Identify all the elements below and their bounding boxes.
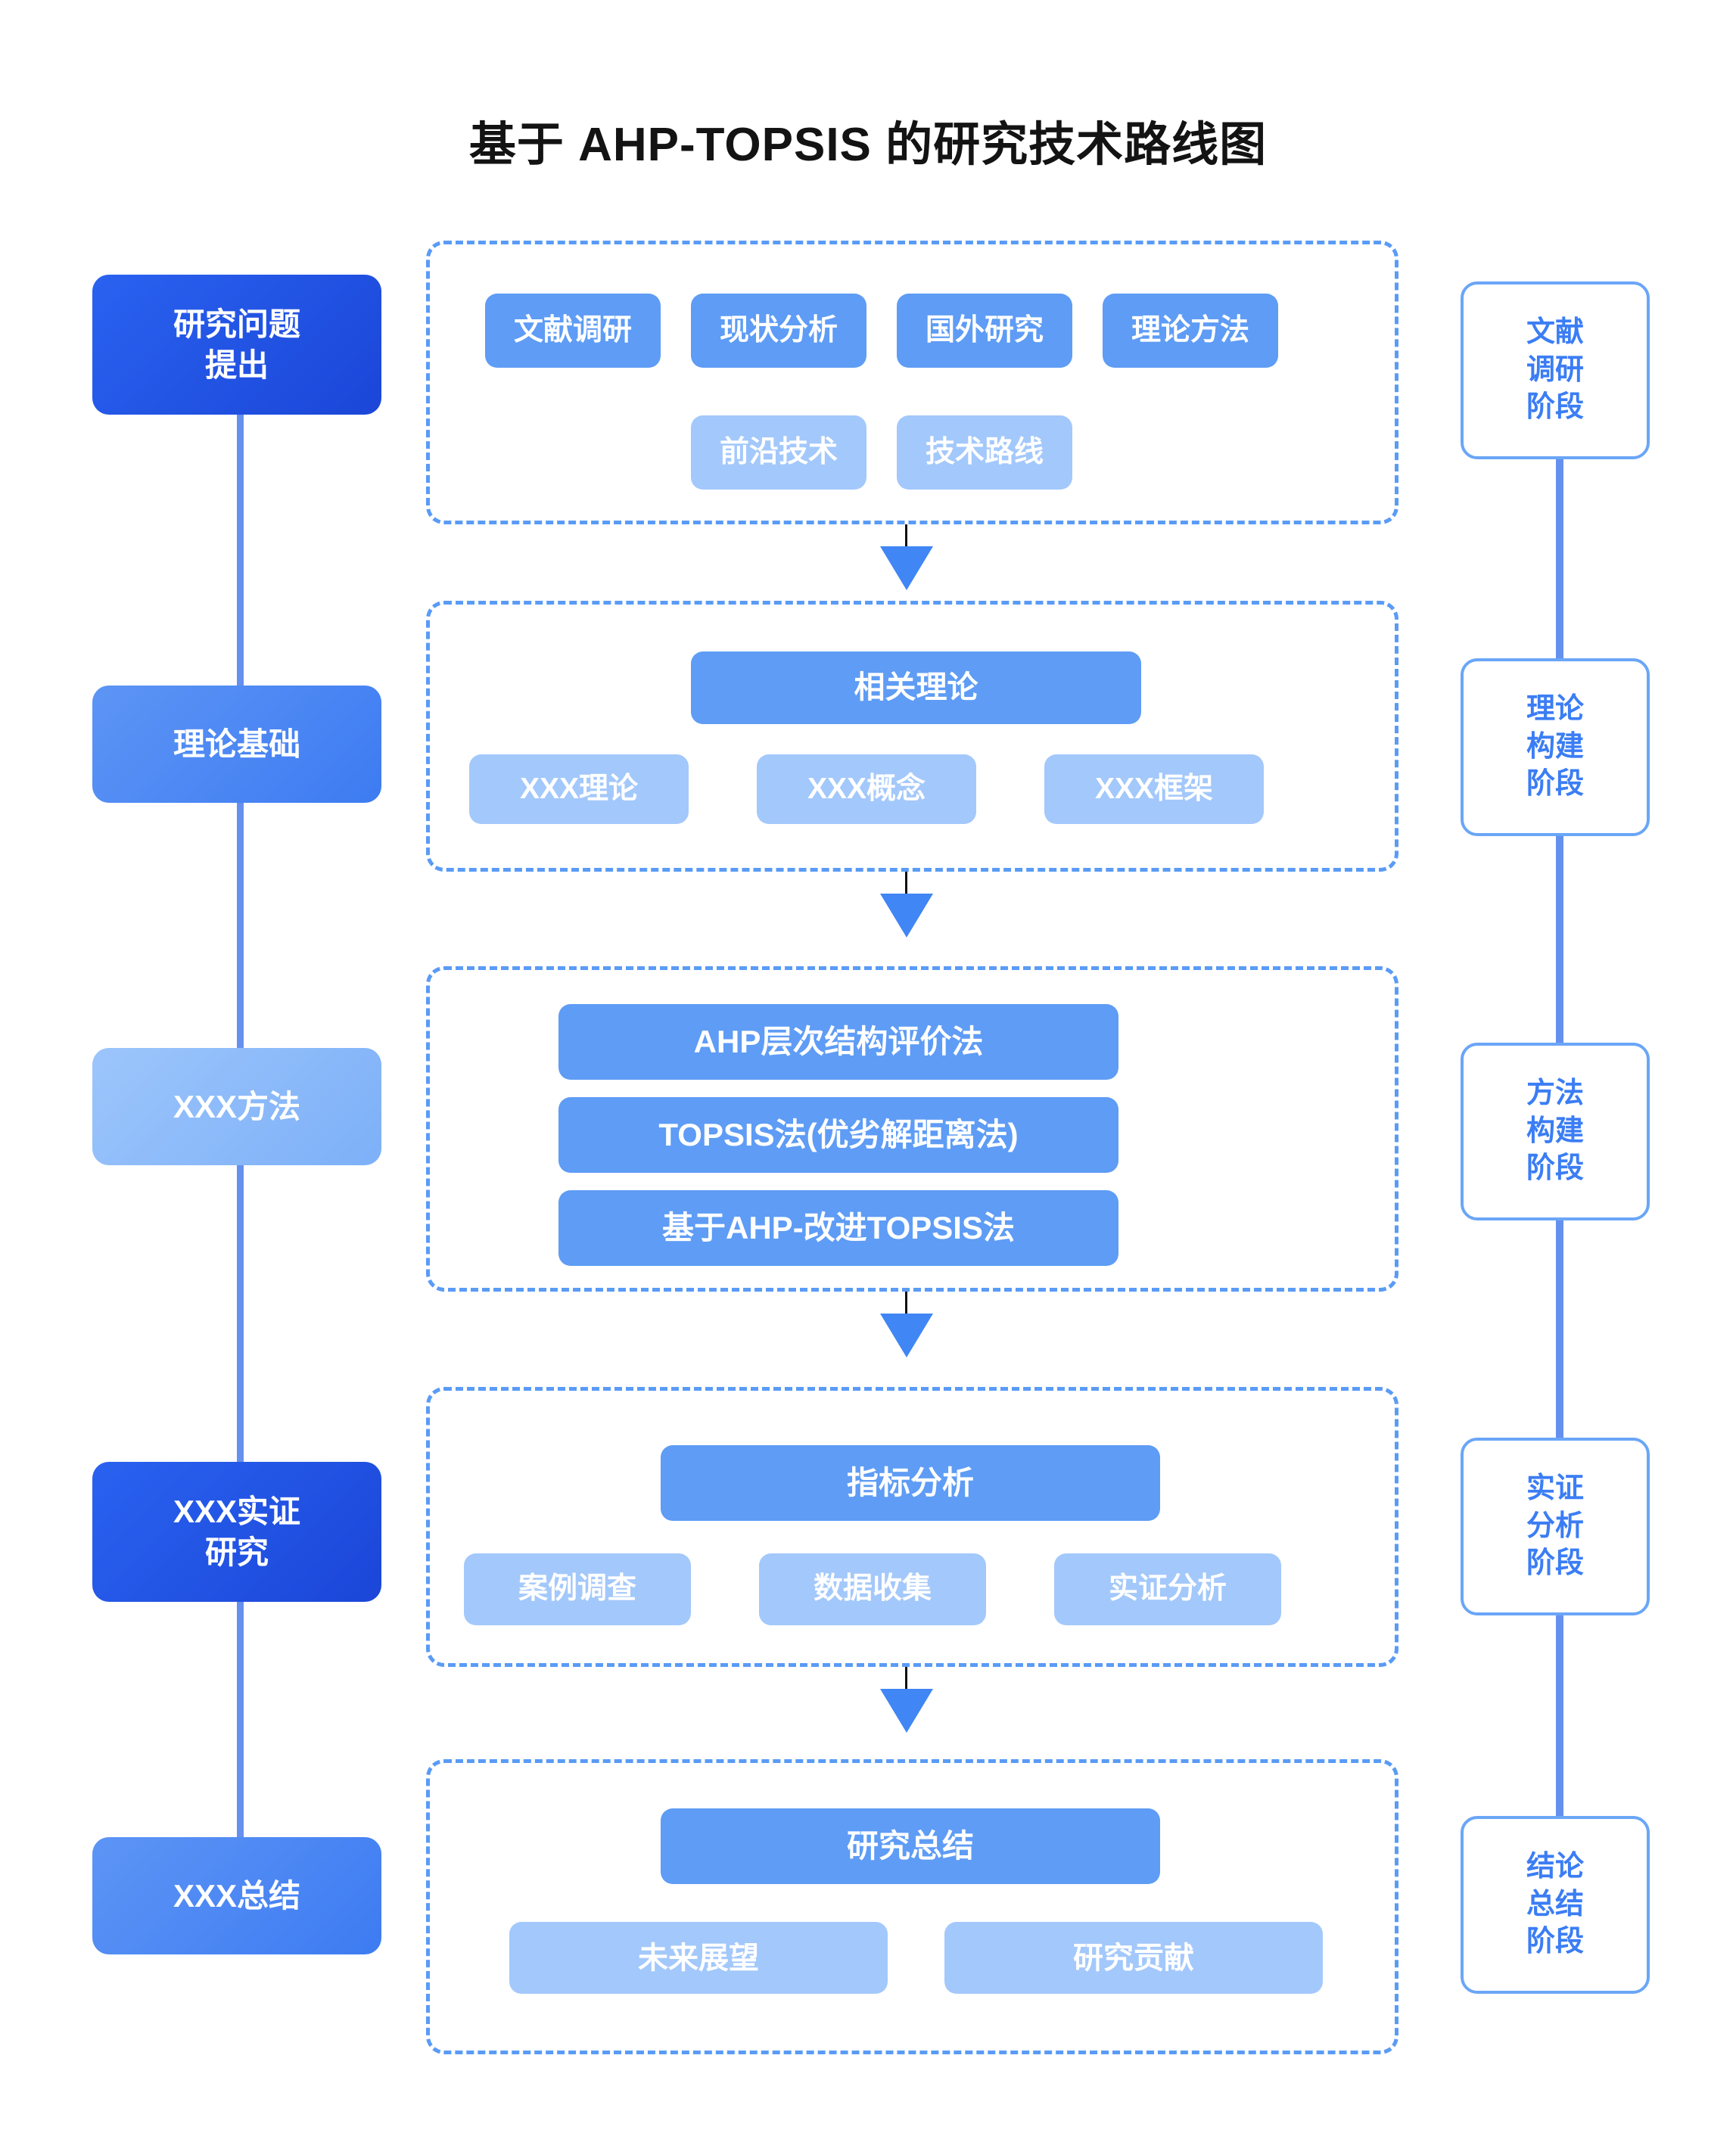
- stage-empirical: 指标分析 案例调查 数据收集 实证分析: [426, 1387, 1398, 1667]
- left-step-2[interactable]: XXX方法: [92, 1048, 381, 1165]
- left-step-1[interactable]: 理论基础: [92, 686, 381, 803]
- chip-theory-method[interactable]: 理论方法: [1103, 294, 1278, 368]
- stage-label-theory-text: 理论 构建 阶段: [1526, 693, 1584, 801]
- stage-label-literature-text: 文献 调研 阶段: [1526, 316, 1584, 424]
- chip-indicator-analysis[interactable]: 指标分析: [661, 1445, 1160, 1521]
- chip-xxx-concept[interactable]: XXX概念: [757, 754, 976, 824]
- left-step-0[interactable]: 研究问题 提出: [92, 275, 381, 415]
- left-step-3[interactable]: XXX实证 研究: [92, 1462, 381, 1602]
- arrow-head-1: [880, 546, 933, 590]
- arrow-line-3: [905, 1292, 907, 1333]
- stage-label-conclusion-text: 结论 总结 阶段: [1526, 1851, 1584, 1958]
- left-step-0-label: 研究问题 提出: [173, 306, 300, 383]
- chip-ahp-method[interactable]: AHP层次结构评价法: [558, 1004, 1118, 1080]
- left-step-3-label: XXX实证 研究: [173, 1493, 301, 1570]
- chip-data-collection[interactable]: 数据收集: [759, 1553, 986, 1625]
- arrow-head-3: [880, 1314, 933, 1357]
- chip-case-survey[interactable]: 案例调查: [464, 1553, 691, 1625]
- left-step-4[interactable]: XXX总结: [92, 1837, 381, 1954]
- left-step-4-label: XXX总结: [173, 1877, 301, 1914]
- chip-xxx-framework[interactable]: XXX框架: [1044, 754, 1264, 824]
- arrow-head-2: [880, 894, 933, 937]
- arrow-line-2: [905, 872, 907, 913]
- arrow-line-1: [905, 524, 907, 566]
- chip-frontier-tech[interactable]: 前沿技术: [691, 415, 866, 490]
- stage-method: AHP层次结构评价法 TOPSIS法(优劣解距离法) 基于AHP-改进TOPSI…: [426, 966, 1398, 1292]
- stage-label-conclusion[interactable]: 结论 总结 阶段: [1461, 1816, 1650, 1994]
- arrow-head-4: [880, 1689, 933, 1733]
- chip-status-analysis[interactable]: 现状分析: [691, 294, 866, 368]
- stage-label-method[interactable]: 方法 构建 阶段: [1461, 1043, 1650, 1220]
- stage-label-literature[interactable]: 文献 调研 阶段: [1461, 281, 1650, 459]
- chip-research-contribution[interactable]: 研究贡献: [944, 1922, 1323, 1994]
- chip-ahp-topsis-method[interactable]: 基于AHP-改进TOPSIS法: [558, 1190, 1118, 1266]
- left-step-1-label: 理论基础: [173, 726, 300, 762]
- stage-label-empirical-text: 实证 分析 阶段: [1526, 1472, 1584, 1580]
- chip-tech-roadmap[interactable]: 技术路线: [897, 415, 1072, 490]
- left-step-2-label: XXX方法: [173, 1088, 301, 1124]
- chip-literature-survey[interactable]: 文献调研: [485, 294, 661, 368]
- chip-xxx-theory[interactable]: XXX理论: [469, 754, 689, 824]
- chip-topsis-method[interactable]: TOPSIS法(优劣解距离法): [558, 1097, 1118, 1173]
- chip-empirical-analysis[interactable]: 实证分析: [1054, 1553, 1281, 1625]
- chip-research-summary[interactable]: 研究总结: [661, 1808, 1160, 1884]
- page-title: 基于 AHP-TOPSIS 的研究技术路线图: [468, 119, 1268, 171]
- arrow-line-4: [905, 1667, 907, 1709]
- stage-label-method-text: 方法 构建 阶段: [1526, 1077, 1584, 1185]
- stage-label-theory[interactable]: 理论 构建 阶段: [1461, 658, 1650, 836]
- stage-theory: 相关理论 XXX理论 XXX概念 XXX框架: [426, 601, 1398, 872]
- stage-label-empirical[interactable]: 实证 分析 阶段: [1461, 1438, 1650, 1615]
- stage-conclusion: 研究总结 未来展望 研究贡献: [426, 1759, 1398, 2054]
- chip-foreign-research[interactable]: 国外研究: [897, 294, 1072, 368]
- stage-literature-review: 文献调研 现状分析 国外研究 理论方法 前沿技术 技术路线: [426, 241, 1398, 524]
- chip-future-outlook[interactable]: 未来展望: [509, 1922, 888, 1994]
- chip-related-theory[interactable]: 相关理论: [691, 651, 1141, 724]
